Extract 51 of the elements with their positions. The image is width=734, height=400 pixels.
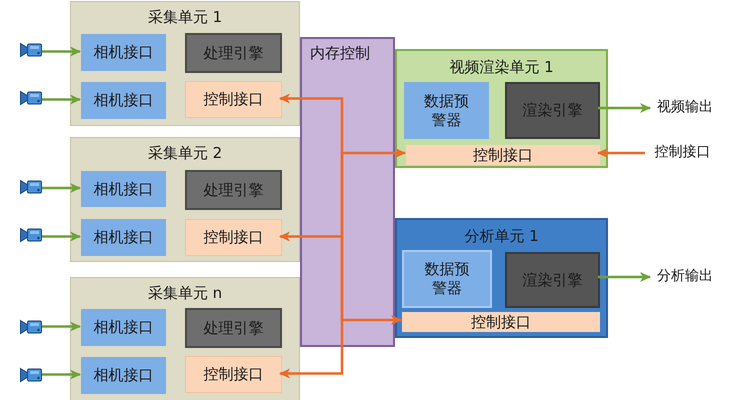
output-label: 控制接口 [645,142,720,164]
unit-panel [70,137,300,262]
camera-icon [20,227,42,243]
engine-box: 渲染引擎 [505,252,600,308]
engine-box: 处理引擎 [185,170,282,210]
camera-icon [20,319,42,335]
arrow [42,232,81,242]
panel-label: 内存控制 [310,44,371,63]
arrow [42,46,81,56]
arrow [597,148,645,158]
warning-box: 数据预警器 [402,250,492,308]
panel-title: 采集单元 2 [146,144,224,163]
interface-box: 相机接口 [81,171,166,207]
interface-box: 相机接口 [81,219,166,256]
arrow [340,148,406,236]
interface-box: 控制接口 [185,356,282,393]
interface-box: 控制接口 [185,219,282,256]
panel-title: 采集单元 n [146,284,224,303]
arrow [340,236,402,325]
unit-panel [70,1,300,126]
output-label: 视频输出 [650,97,720,119]
unit-panel [395,49,608,168]
camera-icon [20,179,42,195]
arrow [42,94,81,104]
arrow [598,103,651,113]
panel-title: 采集单元 1 [146,8,224,27]
warning-box: 数据预警器 [404,82,489,139]
arrow [598,272,651,282]
output-label: 分析输出 [650,266,720,288]
interface-bar: 控制接口 [406,145,600,165]
engine-box: 处理引擎 [185,33,282,73]
interface-box: 相机接口 [81,82,166,119]
panel-title: 分析单元 1 [463,227,540,246]
engine-box: 渲染引擎 [505,82,600,139]
unit-panel [395,218,608,338]
interface-box: 控制接口 [185,81,282,118]
memory-panel [300,37,395,347]
panel-title: 视频渲染单元 1 [448,58,555,77]
camera-icon [20,42,42,58]
engine-box: 处理引擎 [185,308,282,348]
interface-bar: 控制接口 [402,312,600,332]
arrow [42,322,81,332]
interface-box: 相机接口 [81,357,166,394]
camera-icon [20,367,42,383]
camera-icon [20,90,42,106]
arrow [42,370,81,380]
interface-box: 相机接口 [81,34,166,71]
arrow [42,183,81,193]
unit-panel [70,277,300,400]
interface-box: 相机接口 [81,309,166,346]
arrow [279,232,344,242]
